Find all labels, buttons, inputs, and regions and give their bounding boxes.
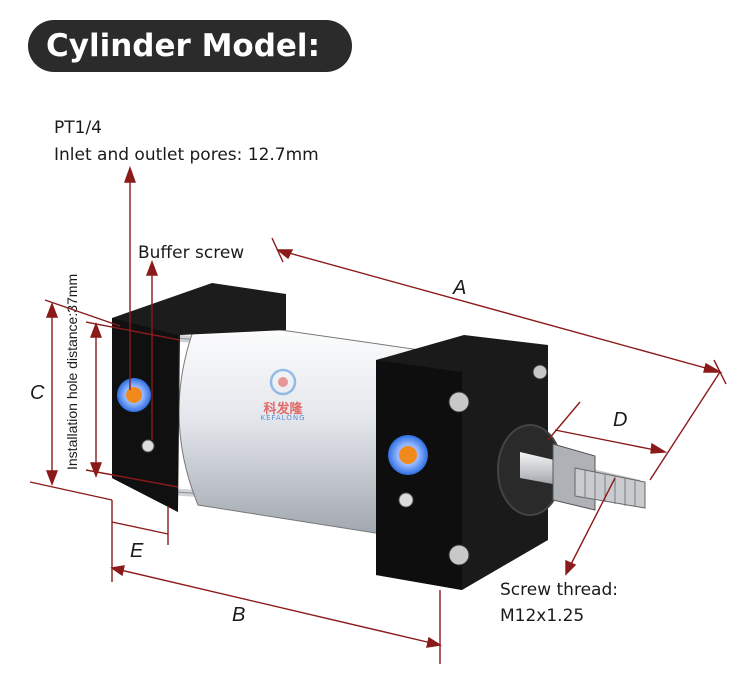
front-buffer-screw-icon: [398, 492, 414, 508]
dimension-a-label: A: [453, 277, 467, 299]
dimension-e-label: E: [130, 540, 144, 562]
screw-thread-label: Screw thread:: [500, 580, 618, 600]
brand-watermark-logo: [269, 368, 297, 396]
dimension-b-label: B: [232, 604, 246, 626]
rear-end-cap: [112, 283, 286, 512]
brand-watermark-latin: KEFALONG: [260, 414, 306, 422]
front-end-cap: [376, 335, 563, 590]
port-thread-label: PT1/4: [54, 118, 102, 138]
cylinder-barrel: [178, 317, 421, 541]
mounting-bolt-icon: [532, 364, 548, 380]
port-description-label: Inlet and outlet pores: 12.7mm: [54, 145, 319, 165]
mounting-bolt-icon: [448, 544, 470, 566]
page-title: Cylinder Model:: [28, 20, 352, 72]
mounting-bolt-icon: [448, 391, 470, 413]
buffer-screw-icon: [141, 439, 155, 453]
brand-watermark-name: 科发隆: [263, 402, 303, 417]
dimension-d-label: D: [613, 409, 628, 431]
dimension-c-label: C: [30, 382, 45, 404]
screw-thread-value: M12x1.25: [500, 606, 585, 626]
buffer-screw-label: Buffer screw: [138, 243, 245, 263]
dimension-lines: [29, 165, 727, 664]
